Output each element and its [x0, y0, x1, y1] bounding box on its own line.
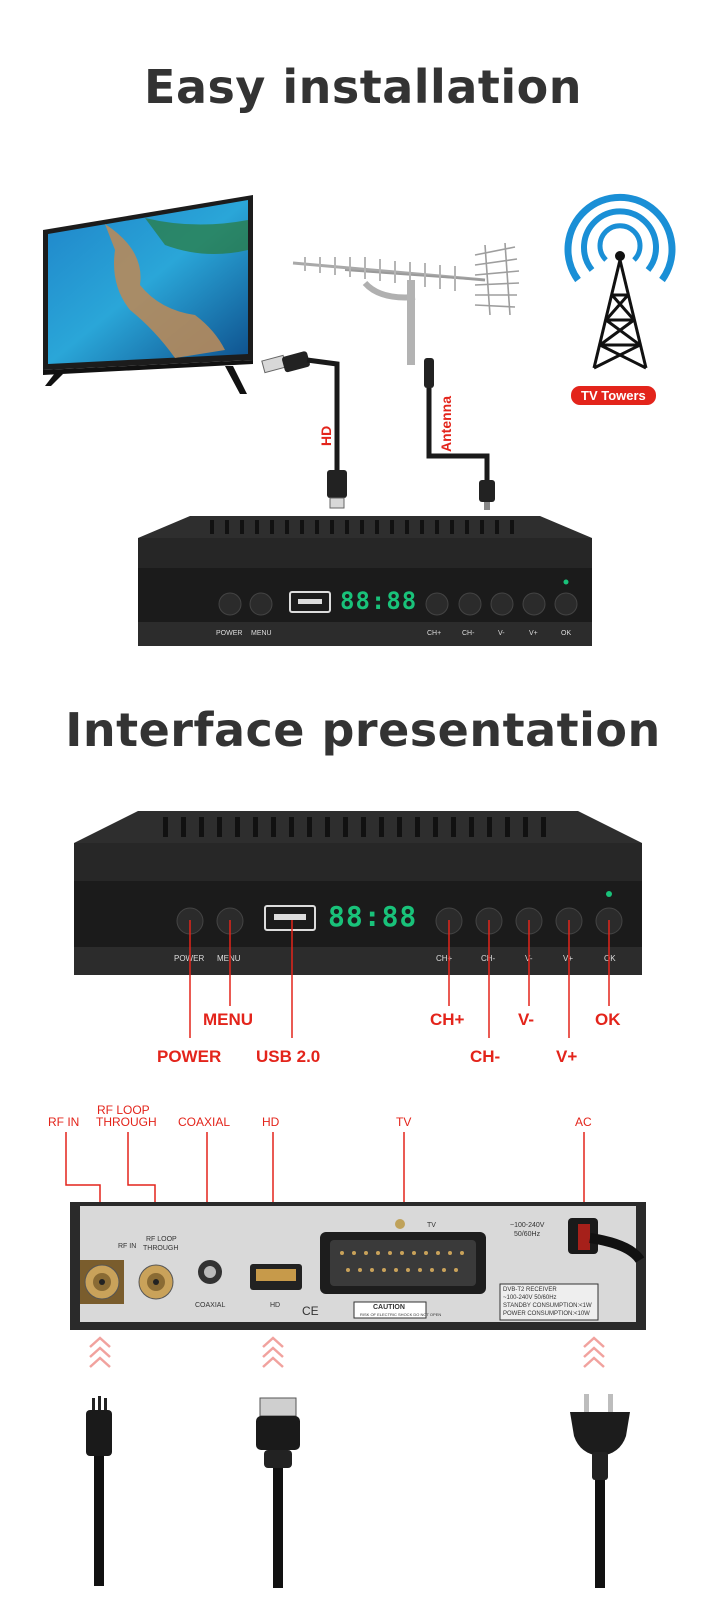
- led-display: 88:88: [340, 587, 418, 615]
- rear-print-caution: CAUTION: [373, 1304, 405, 1311]
- rear-print-spec-1: DVB-T2 RECEIVER: [503, 1287, 557, 1293]
- antenna-cable-label: Antenna: [438, 396, 454, 452]
- rear-print-tv: TV: [427, 1222, 436, 1229]
- rear-print-caution-sub: RISK OF ELECTRIC SHOCK DO NOT OPEN: [360, 1312, 442, 1317]
- section-title-installation: Easy installation: [144, 60, 582, 114]
- front-callout-lines: [189, 920, 610, 1038]
- label-chp-small: CH+: [427, 630, 442, 637]
- callout-ok: OK: [595, 1010, 621, 1029]
- rear-print-spec-2: ~100-240V 50/60Hz: [503, 1295, 557, 1301]
- callout-chm: CH-: [470, 1047, 501, 1066]
- rear-print-spec-4: POWER CONSUMPTION:<10W: [503, 1311, 590, 1317]
- label-vm-small: V-: [498, 630, 505, 637]
- rear-callout-rf-loop-2: THROUGH: [96, 1115, 157, 1129]
- front-small-chp: CH+: [436, 954, 453, 963]
- rear-print-voltage-2: 50/60Hz: [514, 1231, 541, 1238]
- tv-towers-badge: TV Towers: [571, 386, 656, 405]
- hd-cable-label: HD: [318, 425, 334, 446]
- rear-print-spec-3: STANDBY CONSUMPTION:<1W: [503, 1303, 592, 1309]
- front-small-power: POWER: [174, 954, 205, 963]
- callout-vp: V+: [556, 1047, 578, 1066]
- front-small-vp: V+: [563, 954, 574, 963]
- rear-print-coaxial: COAXIAL: [195, 1302, 226, 1309]
- cables-illustration: [261, 351, 495, 510]
- rear-panel-illustration: [70, 1202, 646, 1330]
- tv-tower-icon: [564, 193, 676, 370]
- rear-print-rf-loop-2: THROUGH: [143, 1245, 179, 1252]
- label-chm-small: CH-: [462, 630, 475, 637]
- antenna-plug-icon: [86, 1396, 112, 1586]
- rear-print-rf-loop-1: RF LOOP: [146, 1236, 177, 1243]
- upward-arrows: [89, 1336, 605, 1368]
- label-menu-small: MENU: [251, 630, 272, 637]
- front-small-chm: CH-: [481, 954, 496, 963]
- led-display-front: 88:88: [328, 900, 418, 933]
- front-small-menu: MENU: [217, 954, 241, 963]
- callout-chp: CH+: [430, 1010, 465, 1029]
- callout-menu: MENU: [203, 1010, 254, 1029]
- rear-callout-hd: HD: [262, 1115, 280, 1129]
- callout-vm: V-: [518, 1010, 535, 1029]
- front-panel-illustration: [74, 811, 642, 975]
- rear-callout-coaxial: COAXIAL: [178, 1115, 231, 1129]
- label-ok-small: OK: [561, 630, 572, 637]
- front-small-ok: OK: [604, 954, 616, 963]
- set-top-box-illustration: [138, 516, 592, 646]
- rear-callout-tv: TV: [396, 1115, 412, 1129]
- rear-callout-rf-loop-1: RF LOOP: [97, 1103, 150, 1117]
- rear-callout-rf-in: RF IN: [48, 1115, 80, 1129]
- callout-power: POWER: [157, 1047, 222, 1066]
- label-power-small: POWER: [216, 630, 243, 637]
- hdmi-plug-icon: [256, 1397, 300, 1588]
- power-plug-icon: [570, 1394, 630, 1588]
- antenna-illustration: [292, 242, 520, 365]
- rear-print-voltage-1: ~100-240V: [510, 1222, 545, 1229]
- callout-usb: USB 2.0: [256, 1047, 321, 1066]
- rear-print-rf-in: RF IN: [118, 1243, 137, 1250]
- rear-print-hd: HD: [270, 1302, 281, 1309]
- label-vp-small: V+: [529, 630, 538, 637]
- rear-callout-ac: AC: [575, 1115, 592, 1129]
- ce-mark: CE: [302, 1304, 319, 1318]
- section-title-interface: Interface presentation: [65, 703, 661, 757]
- tv-illustration: [43, 195, 253, 394]
